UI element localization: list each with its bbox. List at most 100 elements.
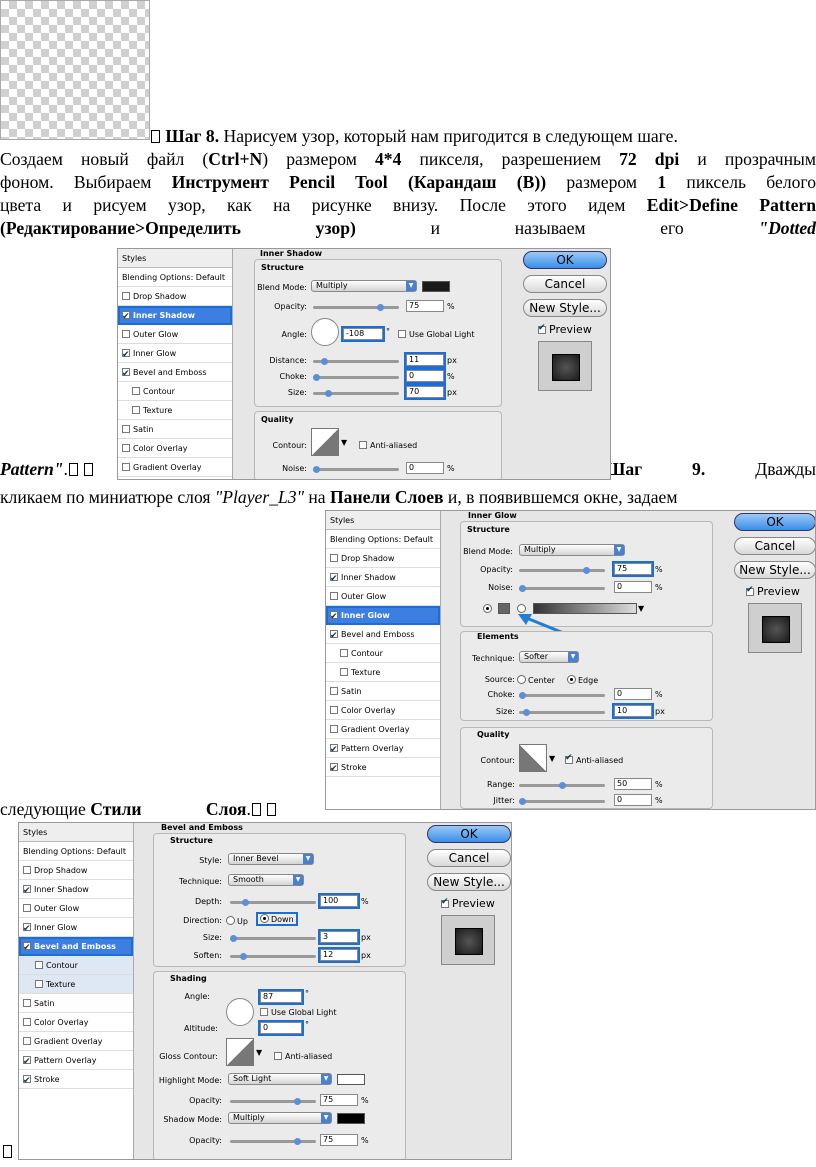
technique-select[interactable]: Smooth▼ (228, 874, 304, 886)
contour-picker[interactable] (311, 428, 339, 456)
checkbox[interactable] (746, 585, 754, 596)
preview-checkbox[interactable]: Preview (538, 323, 592, 336)
blend-mode-select[interactable]: Multiply▼ (519, 544, 625, 556)
checkbox[interactable] (23, 920, 31, 939)
checkbox[interactable] (23, 882, 31, 901)
style-item-bevel-emboss[interactable]: Bevel and Emboss (19, 937, 133, 958)
anti-aliased-checkbox[interactable]: Anti-aliased (274, 1052, 332, 1061)
style-item-inner-shadow[interactable]: Inner Shadow (19, 880, 133, 901)
checkbox[interactable] (330, 608, 338, 627)
soften-field[interactable]: 12 (318, 947, 360, 963)
anti-aliased-checkbox[interactable]: Anti-aliased (565, 753, 623, 765)
gradient-swatch[interactable] (533, 603, 637, 614)
checkbox[interactable] (122, 292, 130, 300)
highlight-opacity-field[interactable]: 75 (320, 1094, 358, 1106)
checkbox[interactable] (398, 330, 406, 338)
shadow-color-swatch[interactable] (422, 281, 450, 292)
slider-knob[interactable] (313, 466, 320, 473)
style-item-color-overlay[interactable]: Color Overlay (118, 439, 232, 458)
style-select[interactable]: Inner Bevel▼ (228, 853, 314, 865)
chevron-down-icon[interactable]: ▼ (341, 438, 348, 447)
style-item-inner-glow[interactable]: Inner Glow (118, 344, 232, 365)
style-item-pattern-overlay[interactable]: Pattern Overlay (19, 1051, 133, 1072)
highlight-opacity-slider[interactable] (230, 1098, 316, 1105)
radio[interactable] (567, 675, 576, 684)
slider-knob[interactable] (230, 935, 237, 942)
style-item-satin[interactable]: Satin (118, 420, 232, 439)
checkbox[interactable] (330, 706, 338, 714)
choke-field[interactable]: 0 (404, 368, 446, 384)
radio[interactable] (260, 914, 269, 923)
style-item-inner-glow[interactable]: Inner Glow (326, 606, 440, 627)
slider-knob[interactable] (294, 1138, 301, 1145)
slider-knob[interactable] (321, 358, 328, 365)
checkbox[interactable] (23, 939, 31, 958)
soften-slider[interactable] (230, 953, 316, 960)
checkbox[interactable] (274, 1052, 282, 1060)
choke-slider[interactable] (313, 374, 399, 381)
chevron-down-icon[interactable]: ▼ (638, 604, 645, 613)
new-style-button[interactable]: New Style... (523, 299, 607, 317)
size-slider[interactable] (230, 935, 316, 942)
checkbox[interactable] (132, 387, 140, 395)
use-global-light-checkbox[interactable]: Use Global Light (398, 330, 475, 339)
slider-knob[interactable] (519, 798, 526, 805)
checkbox[interactable] (330, 554, 338, 562)
style-item-bevel-emboss[interactable]: Bevel and Emboss (326, 625, 440, 646)
checkbox[interactable] (330, 592, 338, 600)
style-item-outer-glow[interactable]: Outer Glow (326, 587, 440, 606)
checkbox[interactable] (23, 1037, 31, 1045)
jitter-field[interactable]: 0 (614, 794, 652, 806)
style-item-drop-shadow[interactable]: Drop Shadow (326, 549, 440, 568)
style-item-texture[interactable]: Texture (118, 401, 232, 420)
opacity-field[interactable]: 75 (406, 300, 444, 312)
angle-field[interactable]: 87 (258, 989, 304, 1005)
gradient-radio[interactable] (517, 604, 528, 614)
checkbox[interactable] (122, 463, 130, 471)
style-item-contour[interactable]: Contour (118, 382, 232, 401)
checkbox[interactable] (23, 1018, 31, 1026)
noise-field[interactable]: 0 (614, 581, 652, 593)
depth-slider[interactable] (230, 899, 316, 906)
style-item-inner-shadow[interactable]: Inner Shadow (326, 568, 440, 589)
ok-button[interactable]: OK (523, 251, 607, 269)
opacity-slider[interactable] (519, 567, 605, 574)
size-field[interactable]: 70 (404, 384, 446, 400)
chevron-down-icon[interactable]: ▼ (256, 1048, 263, 1057)
style-item-drop-shadow[interactable]: Drop Shadow (118, 287, 232, 306)
ok-button[interactable]: OK (427, 825, 511, 843)
blending-options-item[interactable]: Blending Options: Default (19, 842, 133, 861)
style-item-stroke[interactable]: Stroke (19, 1070, 133, 1091)
slider-knob[interactable] (240, 953, 247, 960)
slider-knob[interactable] (242, 899, 249, 906)
slider-knob[interactable] (523, 709, 530, 716)
altitude-field[interactable]: 0 (258, 1020, 304, 1036)
range-field[interactable]: 50 (614, 778, 652, 790)
checkbox[interactable] (122, 425, 130, 433)
checkbox[interactable] (260, 1008, 268, 1016)
checkbox[interactable] (23, 1053, 31, 1072)
checkbox[interactable] (330, 725, 338, 733)
up-radio[interactable]: Up (226, 916, 248, 926)
glow-color-swatch[interactable] (498, 603, 510, 614)
checkbox[interactable] (122, 308, 130, 327)
size-slider[interactable] (519, 709, 605, 716)
blending-options-item[interactable]: Blending Options: Default (118, 268, 232, 287)
checkbox[interactable] (23, 904, 31, 912)
style-item-gradient-overlay[interactable]: Gradient Overlay (118, 458, 232, 477)
choke-field[interactable]: 0 (614, 688, 652, 700)
noise-field[interactable]: 0 (406, 462, 444, 474)
checkbox[interactable] (122, 330, 130, 338)
style-item-color-overlay[interactable]: Color Overlay (19, 1013, 133, 1032)
checkbox[interactable] (565, 753, 573, 764)
style-item-satin[interactable]: Satin (19, 994, 133, 1013)
shadow-opacity-slider[interactable] (230, 1138, 316, 1145)
checkbox[interactable] (23, 999, 31, 1007)
slider-knob[interactable] (519, 692, 526, 699)
preview-checkbox[interactable]: Preview (441, 897, 495, 910)
size-field[interactable]: 3 (318, 929, 360, 945)
down-radio[interactable]: Down (256, 912, 298, 926)
contour-picker[interactable] (519, 744, 547, 772)
radio[interactable] (483, 604, 492, 613)
checkbox[interactable] (330, 570, 338, 589)
